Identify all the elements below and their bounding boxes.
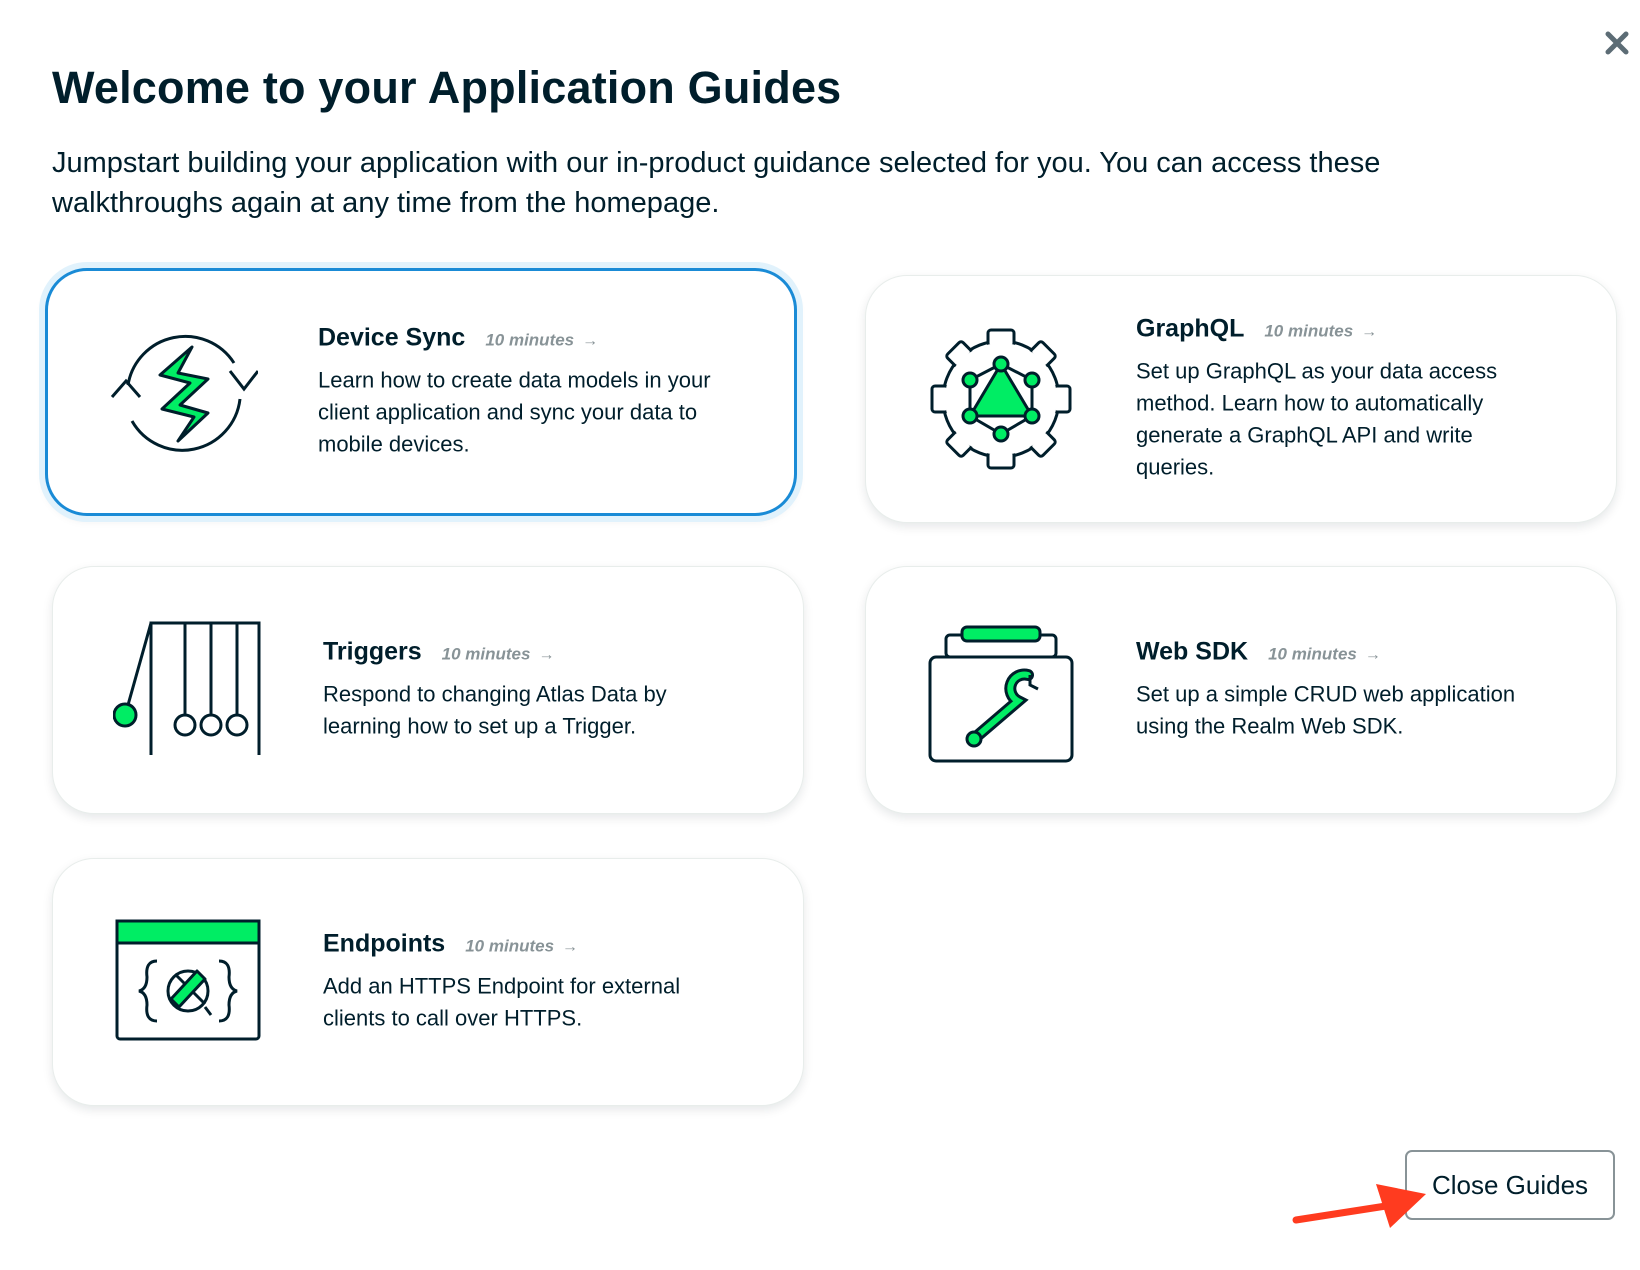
guide-description: Set up GraphQL as your data access metho… <box>1136 358 1498 480</box>
guide-title: Endpoints <box>323 929 446 958</box>
newtons-cradle-icon <box>113 621 261 755</box>
guide-duration: 10 minutes <box>485 330 575 350</box>
page-subtitle: Jumpstart building your application with… <box>52 147 1381 219</box>
arrow-right-icon: → <box>562 938 579 956</box>
guide-card-endpoints[interactable]: Endpoints 10 minutes → Add an HTTPS Endp… <box>52 858 804 1106</box>
guide-card-triggers[interactable]: Triggers 10 minutes → Respond to changin… <box>52 566 804 814</box>
close-x-icon[interactable] <box>1602 28 1632 58</box>
guide-card-device-sync[interactable]: Device Sync 10 minutes → Learn how to cr… <box>45 268 797 516</box>
arrow-right-icon: → <box>1364 646 1381 664</box>
guide-card-web-sdk[interactable]: Web SDK 10 minutes → Set up a simple CRU… <box>865 566 1617 814</box>
arrow-right-icon: → <box>538 646 555 664</box>
arrow-right-icon: → <box>582 332 599 350</box>
endpoint-window-icon <box>115 919 261 1041</box>
guide-title: GraphQL <box>1136 314 1245 343</box>
guide-duration: 10 minutes <box>441 644 531 664</box>
graphql-gear-icon <box>930 328 1072 470</box>
page-title: Welcome to your Application Guides <box>52 62 842 113</box>
guide-duration: 10 minutes <box>465 936 555 956</box>
sync-bolt-icon <box>110 334 258 452</box>
guide-duration: 10 minutes <box>1268 644 1357 664</box>
arrow-right-icon: → <box>1361 323 1378 341</box>
guide-description: Add an HTTPS Endpoint for external clien… <box>323 973 681 1031</box>
close-guides-button[interactable]: Close Guides <box>1405 1150 1615 1220</box>
guide-description: Set up a simple CRUD web application usi… <box>1136 681 1516 739</box>
annotation-arrow-icon <box>1292 1184 1426 1228</box>
guide-duration: 10 minutes <box>1264 321 1354 341</box>
guide-title: Device Sync <box>318 323 466 352</box>
toolbox-wrench-icon <box>928 625 1074 763</box>
guide-description: Respond to changing Atlas Data by learni… <box>323 681 667 739</box>
guide-title: Triggers <box>323 637 422 666</box>
guide-card-graphql[interactable]: GraphQL 10 minutes → Set up GraphQL as y… <box>865 275 1617 523</box>
guide-description: Learn how to create data models in your … <box>318 367 711 457</box>
guide-title: Web SDK <box>1136 637 1249 666</box>
